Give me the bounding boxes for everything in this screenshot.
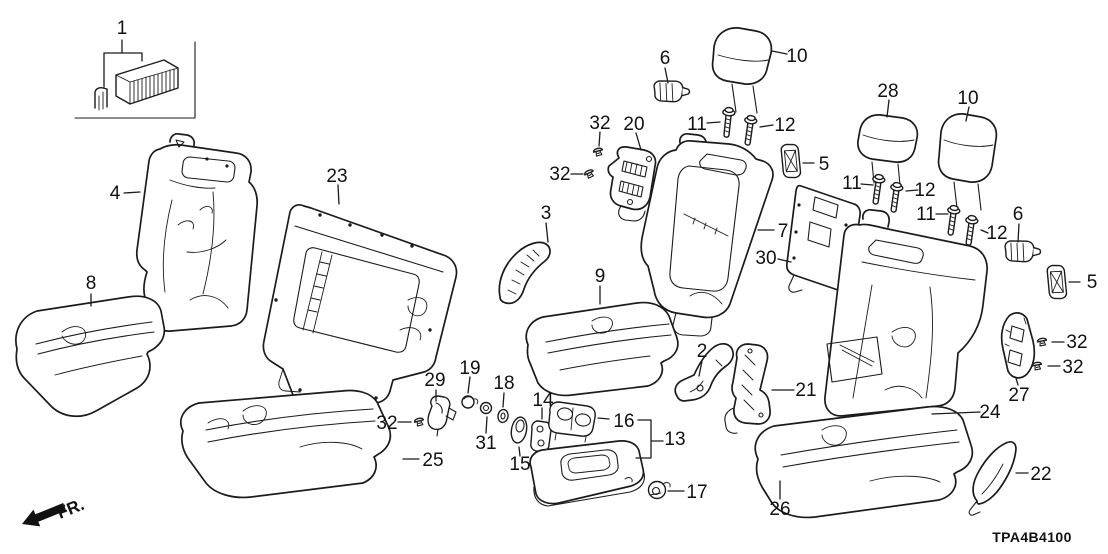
part-19-cap [461,395,479,409]
callout-8: 8 [86,273,97,294]
callout-5a: 5 [819,154,830,175]
part-25-seat-cushion [180,389,392,499]
callout-6b: 6 [1013,204,1024,225]
callout-21: 21 [795,380,816,401]
callout-11b: 11 [842,173,862,194]
part-14-plate [530,420,552,453]
callout-32a: 32 [589,113,610,134]
part-18-grommet [497,408,509,424]
bolt-icon-11b [868,173,887,206]
part-28-center-headrest [857,114,919,186]
part-23-seat-back-cover [262,203,458,408]
headrest-lock-guide-6a [652,77,692,105]
leader-line-set [90,50,1081,500]
part-22-side-trim [968,440,1017,516]
callout-31: 31 [475,433,496,454]
part-21-bracket [724,343,771,434]
headrest-guide-5b [1044,263,1069,301]
callout-11a: 11 [687,114,707,135]
callout-13: 13 [664,429,685,450]
part-9-seat-cushion [525,301,679,397]
callout-32c: 32 [1066,332,1087,353]
bolt-icon-11c [943,204,962,237]
callout-12a: 12 [774,115,795,136]
callout-6a: 6 [660,48,671,69]
callout-3: 3 [541,203,552,224]
callout-12b: 12 [914,180,935,201]
part-24-seat-back [824,209,988,417]
callout-26: 26 [769,499,790,520]
callout-15: 15 [509,454,530,475]
part-20-latch-cover [607,146,657,222]
callout-10a: 10 [786,46,807,67]
part-27-side-panel [1000,312,1036,379]
fr-direction-indicator: FR. [22,495,87,527]
part-15-knob [510,416,528,444]
callout-28: 28 [877,81,898,102]
callout-23: 23 [326,166,347,187]
callout-18: 18 [493,373,514,394]
callout-9: 9 [595,266,606,287]
callout-32b: 32 [549,164,570,185]
callout-1-bracket [103,39,143,88]
single-staple [94,87,108,109]
callout-14: 14 [532,390,554,411]
part-8-seat-cushion [15,295,166,418]
callout-20: 20 [623,114,644,135]
part-13-armrest [529,440,645,507]
clip-32a [592,146,605,158]
callout-5b: 5 [1087,272,1098,293]
callout-10b: 10 [957,88,978,109]
callout-2: 2 [697,341,708,362]
part-31-washer [479,401,493,415]
bolt-icon-11a [719,106,737,139]
part-10-headrest-right [937,113,998,211]
headrest-lock-guide-6b [1003,237,1043,265]
part-1-frame [74,41,196,119]
part-29-latch [427,395,457,437]
part-3-curved-trim [498,241,551,305]
callout-30: 30 [755,248,776,269]
fr-label: FR. [54,495,87,523]
callout-19: 19 [459,358,480,379]
staple-block [115,59,179,105]
callout-1: 1 [117,18,128,39]
callout-29: 29 [424,370,445,391]
clip-32b [583,168,596,180]
callout-32e: 32 [376,413,397,434]
callout-16: 16 [613,411,634,432]
part-1-clip-staples [74,41,196,119]
callout-27: 27 [1008,385,1029,406]
headrest-guide-5a [778,142,803,180]
callout-11c: 11 [916,204,936,225]
diagram-code: TPA4B4100 [992,529,1072,545]
callout-13-bracket [635,419,664,459]
part-2-bracket [674,343,735,402]
callout-7: 7 [778,221,789,242]
bolt-icon-12a [740,114,759,147]
part-16-cup-holder [548,401,596,443]
part-10-headrest-left [711,27,773,114]
callout-22: 22 [1030,464,1051,485]
callout-12c: 12 [986,223,1007,244]
fr-arrow-icon [22,503,67,527]
callout-17: 17 [686,482,707,503]
part-7-seat-back [640,133,774,337]
callout-24: 24 [979,402,1001,423]
part-26-seat-cushion [754,405,974,519]
clip-32e [413,416,426,428]
callout-25: 25 [422,450,443,471]
bolt-icon-12c [961,214,980,247]
leader-lines [90,39,1081,500]
callout-labels: 1 4 23 8 3 32 20 32 6 10 11 12 28 10 5 1… [86,18,1098,520]
callout-32d: 32 [1062,357,1083,378]
part-4-seat-back-pad [135,133,259,332]
bolt-icon-12b [886,181,905,214]
part-17-grommet [647,480,671,500]
callout-4: 4 [110,183,121,204]
clip-32c [1036,337,1048,347]
